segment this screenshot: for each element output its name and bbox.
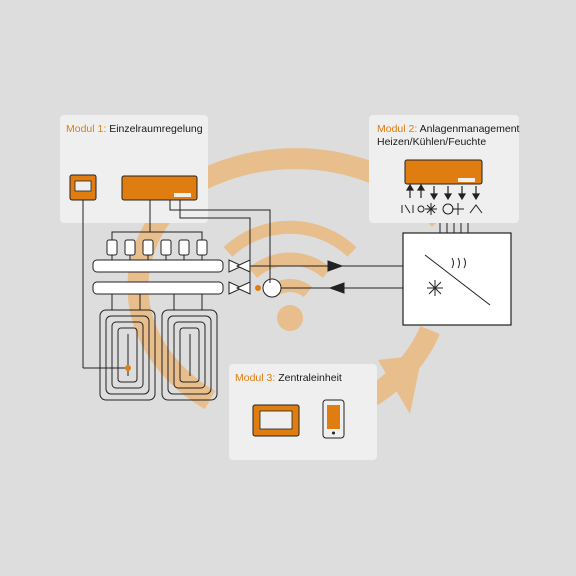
humidity-icon: [469, 204, 483, 214]
control-wires: [82, 200, 271, 369]
controller-unit-icon: [121, 175, 198, 201]
actuator-icon: [106, 239, 208, 256]
module-1-name: Einzelraumregelung: [109, 123, 203, 135]
module-3-label: Modul 3:: [235, 372, 276, 384]
smartphone-icon: [322, 399, 345, 439]
snowflake-icon: [425, 203, 437, 215]
module-3-name: Zentraleinheit: [278, 372, 342, 384]
heat-pump-icon: [402, 232, 512, 326]
snowflake-icon: [427, 280, 443, 296]
module-2-symbols: [401, 203, 483, 215]
module-1-label: Modul 1:: [66, 123, 107, 135]
temperature-sensor-icon: [125, 365, 131, 371]
signal-arrows: [405, 183, 481, 201]
module-2-title: Modul 2: Anlagenmanagement: [377, 123, 519, 136]
snowflake-icon: [452, 203, 464, 215]
module-2-subtitle: Heizen/Kühlen/Feuchte: [377, 136, 487, 148]
manifold: [92, 239, 403, 298]
wifi-icon: [223, 220, 357, 331]
control-panel-icon: [252, 404, 300, 437]
module-1-title: Modul 1: Einzelraumregelung: [66, 123, 203, 136]
module-2-label: Modul 2:: [377, 123, 418, 135]
floor-heating-loop-icon: [99, 294, 218, 401]
module-3-title: Modul 3: Zentraleinheit: [235, 372, 342, 385]
control-lines: [439, 223, 469, 233]
valve-icon: [228, 259, 251, 295]
room-thermostat-icon: [69, 174, 97, 201]
pump-icon: [262, 278, 282, 298]
cycle-arrowhead: [378, 355, 422, 414]
cycle-arc-left: [127, 205, 216, 410]
module-2-name: Anlagenmanagement: [419, 123, 520, 135]
controller-unit-icon: [404, 159, 483, 185]
